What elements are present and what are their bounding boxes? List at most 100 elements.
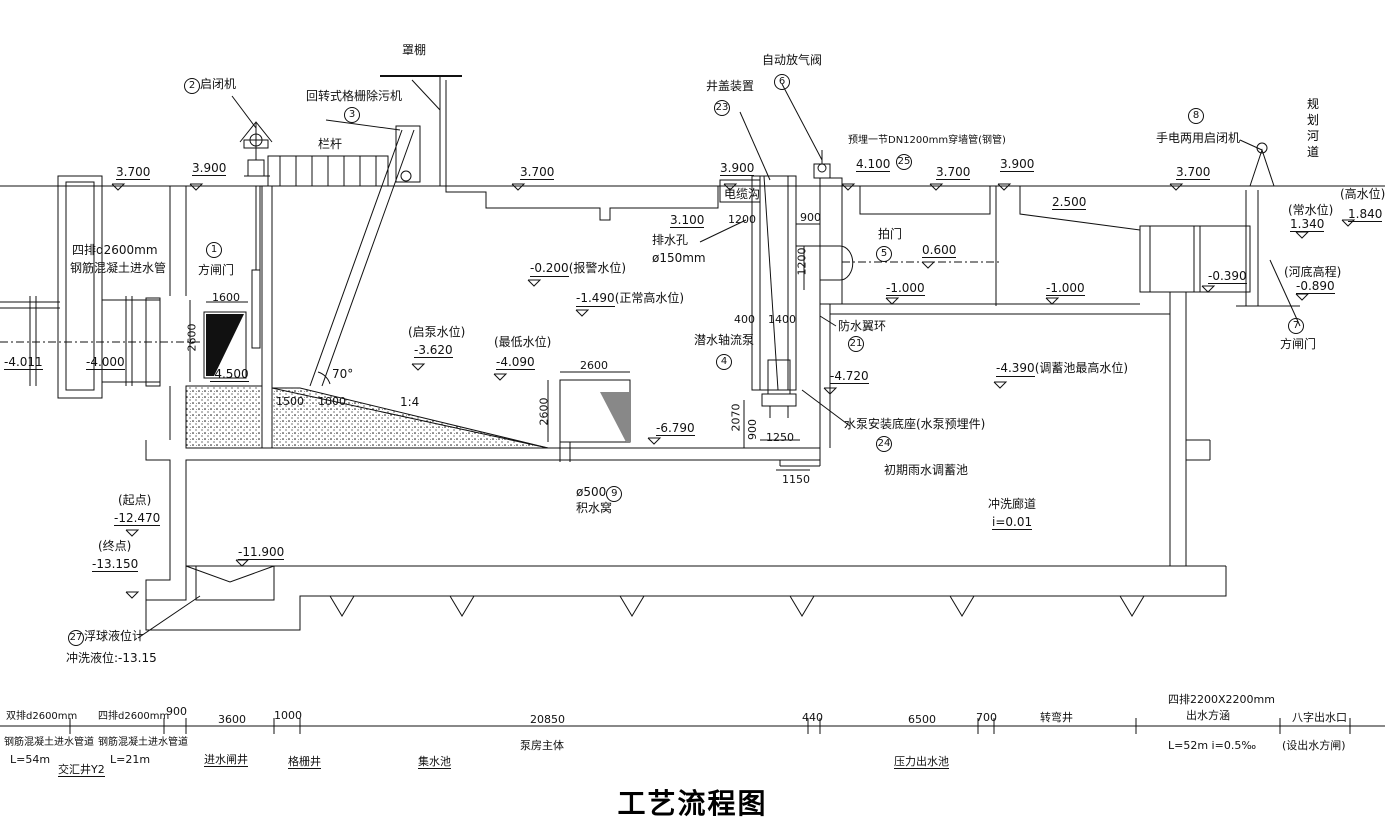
square-gate-7-label: 方闸门 — [1280, 337, 1317, 351]
auto-valve-label: 自动放气阀 — [762, 53, 823, 67]
marker-6: 6 — [774, 74, 790, 90]
marker-8: 8 — [1188, 108, 1204, 124]
dim-label: 400 — [734, 313, 755, 326]
elevation-label: 3.700 — [116, 165, 151, 180]
water-ring-label: 防水翼环 — [838, 319, 887, 333]
elevation-label: -4.090 — [496, 355, 535, 370]
high-level-label: (高水位) — [1340, 187, 1385, 201]
alarm-level-label: (报警水位) — [568, 261, 627, 275]
ratio-label: 1:4 — [400, 395, 420, 409]
normal-high-label: (正常高水位) — [614, 291, 685, 305]
pipe2-desc: 钢筋混凝土进水管道 — [98, 737, 188, 748]
dim-label: 1400 — [768, 313, 796, 326]
dim-label: 2600 — [580, 359, 608, 372]
drain-hole-label: 排水孔 — [652, 233, 689, 247]
dim-label: 1200 — [728, 213, 756, 226]
marker-23: 23 — [714, 100, 730, 116]
inlet-pipe-label-2: 钢筋混凝土进水管 — [70, 261, 167, 275]
dim-label: 1600 — [212, 291, 240, 304]
marker-25: 25 — [896, 154, 912, 170]
elevation-label: -0.890 — [1296, 279, 1335, 294]
drain-hole-size: ø150mm — [652, 251, 706, 265]
sleeve-note: 预埋一节DN1200mm穿墙管(钢管) — [848, 135, 1006, 146]
elevation-label: 4.100 — [856, 157, 891, 172]
dim-label: 900 — [746, 419, 759, 440]
culvert-label-1: 四排2200X2200mm — [1168, 693, 1275, 706]
dim-label: 1000 — [318, 395, 346, 408]
end-point-label: (终点) — [98, 539, 132, 553]
seg-dim: 700 — [976, 711, 997, 724]
elevation-label: 2.500 — [1052, 195, 1087, 210]
inlet-pipe-label-1: 四排d2600mm — [72, 243, 158, 257]
elevation-label: -0.200 — [530, 261, 569, 277]
elevation-label: -4.500 — [210, 367, 249, 382]
pressure-pool-section: 压力出水池 — [894, 755, 949, 769]
elevation-label: -4.390 — [996, 361, 1035, 377]
elevation-label: 3.700 — [520, 165, 555, 180]
angle-label: 70° — [332, 367, 354, 381]
marker-24: 24 — [876, 436, 892, 452]
normal-level-label: (常水位) — [1288, 203, 1334, 217]
seg-dim: 3600 — [218, 713, 246, 726]
culvert-label-3: L=52m i=0.5‰ — [1168, 739, 1257, 752]
railing-label: 栏杆 — [318, 137, 343, 151]
seg-dim: 20850 — [530, 713, 565, 726]
gate-well-section: 进水闸井 — [204, 753, 248, 767]
pipe2-length: L=21m — [110, 753, 151, 766]
dim-label: 900 — [800, 211, 821, 224]
elevation-label: 1.340 — [1290, 217, 1325, 232]
elevation-label: 3.900 — [192, 161, 227, 176]
elevation-label: -13.150 — [92, 557, 139, 572]
dual-hoist-label: 手电两用启闭机 — [1156, 131, 1241, 145]
elevation-label: -3.620 — [414, 343, 453, 358]
pump-well — [751, 175, 797, 391]
outlet-label-1: 八字出水口 — [1292, 711, 1347, 724]
outlet-label-2: (设出水方闸) — [1282, 739, 1346, 752]
seg-dim: 6500 — [908, 713, 936, 726]
river-plan-label: 规划河道 — [1306, 97, 1319, 159]
marker-3: 3 — [344, 107, 360, 123]
axial-pump — [767, 359, 791, 395]
elevation-label: -1.490 — [576, 291, 615, 307]
elevation-label: -4.000 — [86, 355, 125, 370]
marker-4: 4 — [716, 354, 732, 370]
storage-pool-label: 初期雨水调蓄池 — [884, 463, 969, 477]
flush-corridor-label: 冲洗廊道 — [988, 497, 1037, 511]
dim-label: 1500 — [276, 395, 304, 408]
pipe2-label: 四排d2600mm — [98, 711, 170, 722]
dim-label: 1150 — [782, 473, 810, 486]
seg-dim: 900 — [166, 705, 187, 718]
elevation-label: -11.900 — [238, 545, 285, 560]
grille-cleaner-label: 回转式格栅除污机 — [306, 89, 403, 103]
elevation-label: -4.720 — [830, 369, 869, 384]
flap-gate-label: 拍门 — [878, 227, 903, 241]
pipe1-length: L=54m — [10, 753, 51, 766]
dim-label: 2600 — [185, 323, 199, 352]
start-pump-label: (启泵水位) — [408, 325, 466, 339]
elevation-label: -6.790 — [656, 421, 695, 436]
elevation-label: 1.840 — [1348, 207, 1383, 222]
elevation-label: 3.900 — [720, 161, 755, 176]
turn-well-section: 转弯井 — [1040, 711, 1073, 724]
elevation-label: 3.700 — [1176, 165, 1211, 180]
marker-7: 7 — [1288, 318, 1304, 334]
collect-pool-section: 集水池 — [418, 755, 451, 769]
sump-label: 积水窝 — [576, 501, 613, 515]
seg-dim: 440 — [802, 711, 823, 724]
elevation-label: -1.000 — [1046, 281, 1085, 296]
marker-1: 1 — [206, 242, 222, 258]
elevation-label: 0.600 — [922, 243, 957, 258]
elevation-label: 3.100 — [670, 213, 705, 228]
cable-trench-label: 电缆沟 — [724, 187, 761, 201]
min-level-label: (最低水位) — [494, 335, 552, 349]
hoist-label: 启闭机 — [200, 77, 237, 91]
square-gate-opening — [203, 311, 247, 379]
marker-2: 2 — [184, 78, 200, 94]
square-gate-label: 方闸门 — [198, 263, 235, 277]
flush-level-label: 冲洗液位:-13.15 — [66, 651, 157, 665]
storage-max-label: (调蓄池最高水位) — [1034, 361, 1129, 375]
dim-label: 2070 — [729, 403, 743, 432]
well-cover-label: 井盖装置 — [706, 79, 755, 93]
elevation-label: -4.011 — [4, 355, 43, 370]
